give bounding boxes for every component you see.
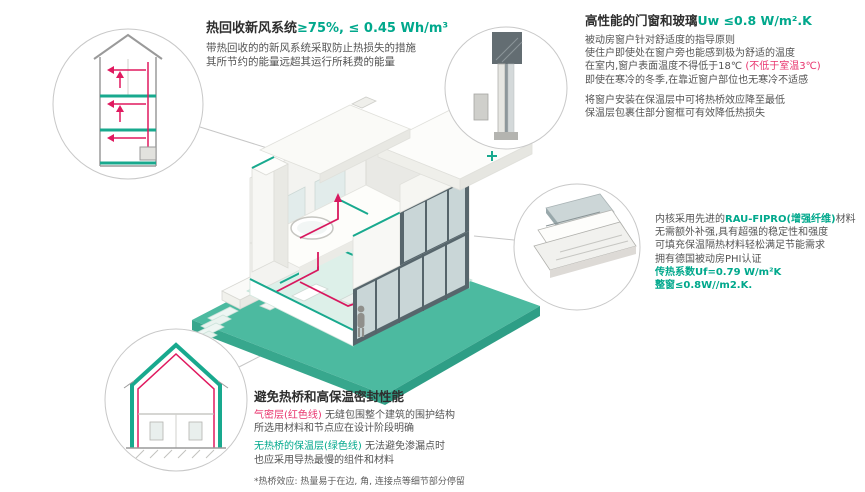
note-line: 可填充保温隔热材料轻松满足节能需求 <box>655 240 825 252</box>
uw-value: 整窗≤0.8W//m2.K. <box>655 280 753 292</box>
floor-slabs <box>100 94 156 165</box>
thermal-bridge-note: 避免热桥和高保温密封性能 气密层(红色线) 无缝包围整个建筑的围护结构 所选用材… <box>254 389 589 487</box>
heat-exchanger-unit <box>139 146 157 161</box>
note-line-red: (不低于室温3℃) <box>745 61 821 73</box>
note-line: 即使在寒冷的冬季,在靠近窗户部位也无寒冷不适感 <box>585 74 809 86</box>
callout-circle-ventilation <box>52 28 204 180</box>
note-line: 带热回收的的新风系统采取防止热损失的措施 <box>206 42 416 54</box>
ventilation-ducts-upper <box>299 200 339 270</box>
note-line: 气密层(红色线) 无缝包围整个建筑的围护结构 <box>254 409 589 422</box>
thermal-title: 避免热桥和高保温密封性能 <box>254 389 405 404</box>
note-line: 将窗户安装在保温层中可将热桥效应降至最低 <box>585 94 785 106</box>
airtight-red-line <box>137 352 215 448</box>
note-line-black: 材料 <box>835 214 856 225</box>
insulation-layer-label: 无热桥的保温层(绿色线) <box>254 441 362 453</box>
note-line: 在室内,窗户表面温度不得低于18℃ (不低于室温3℃) <box>585 60 860 73</box>
windows-title: 高性能的门窗和玻璃Uw ≤0.8 W/m².K <box>585 13 860 29</box>
rooftop-unit <box>351 96 377 109</box>
profile-note: 内核采用先进的RAU-FIPRO(增强纤维)材料 无需额外补强,具有超强的稳定性… <box>655 213 865 292</box>
person-figure <box>357 305 365 337</box>
air-flow-arrows <box>114 62 149 147</box>
note-line: 也应采用导热最慢的组件和材料 <box>254 454 394 466</box>
note-line: 拥有德国被动房PHI认证 <box>655 253 762 265</box>
cut-wall-tower <box>251 156 289 273</box>
note-line-black: 内核采用先进的 <box>655 214 725 225</box>
house-cutaway <box>246 96 533 347</box>
note-line: 无热桥的保温层(绿色线) 无法避免渗漏点时 <box>254 440 589 453</box>
airtight-layer-label: 气密层(红色线) <box>254 410 322 421</box>
heat-recovery-title: 热回收新风系统≥75%, ≤ 0.45 Wh/m³ <box>206 20 521 37</box>
left-roof-slab <box>259 104 411 184</box>
upper-partition <box>339 199 369 215</box>
windows-title-black: 高性能的门窗和玻璃 <box>585 13 698 28</box>
heat-recovery-title-black: 热回收新风系统 <box>206 21 298 36</box>
plus-marker <box>487 151 497 161</box>
heat-recovery-title-green: ≥75%, ≤ 0.45 Wh/m³ <box>297 21 449 36</box>
note-line-green: RAU-FIPRO(增强纤维) <box>725 214 836 225</box>
bathtub <box>290 216 334 240</box>
note-line: 使住户即使处在窗户旁也能感到极为舒适的温度 <box>585 48 795 60</box>
note-line: 其所节约的能量远超其运行所耗费的能量 <box>206 56 395 68</box>
note-line: 所选用材料和节点应在设计阶段明确 <box>254 423 414 435</box>
windows-title-green: Uw ≤0.8 W/m².K <box>697 13 812 28</box>
heat-recovery-note: 热回收新风系统≥75%, ≤ 0.45 Wh/m³ 带热回收的的新风系统采取防止… <box>206 20 521 69</box>
note-line-black: 在室内,窗户表面温度不得低于18℃ <box>585 61 746 73</box>
note-line: 无需额外补强,具有超强的稳定性和强度 <box>655 227 829 239</box>
note-line-black: 无缝包围整个建筑的围护结构 <box>321 410 455 421</box>
windows-note: 高性能的门窗和玻璃Uw ≤0.8 W/m².K 被动房窗户针对舒适度的指导原则 … <box>585 13 860 120</box>
flat-roof-plate <box>377 109 533 191</box>
note-line: 被动房窗户针对舒适度的指导原则 <box>585 35 735 46</box>
glazed-facade-lower <box>353 231 469 346</box>
glazed-facade-upper <box>400 178 469 266</box>
note-line: 内核采用先进的RAU-FIPRO(增强纤维)材料 <box>655 213 865 226</box>
note-line-black: 无法避免渗漏点时 <box>361 441 445 453</box>
callout-circle-insulation <box>104 328 248 472</box>
thermal-footnote: *热桥效应: 热量易于在边, 角, 连接点等细节部分停留 <box>254 476 465 487</box>
callout-circle-frame-profile <box>513 183 641 311</box>
note-line: 保温层包裹住部分窗框可有效降低热损失 <box>585 108 765 120</box>
callout-circle-window-section <box>444 26 568 150</box>
insulation-green-line <box>130 342 222 448</box>
uf-value: 传热系数Uf=0.79 W/m²K <box>655 266 782 278</box>
